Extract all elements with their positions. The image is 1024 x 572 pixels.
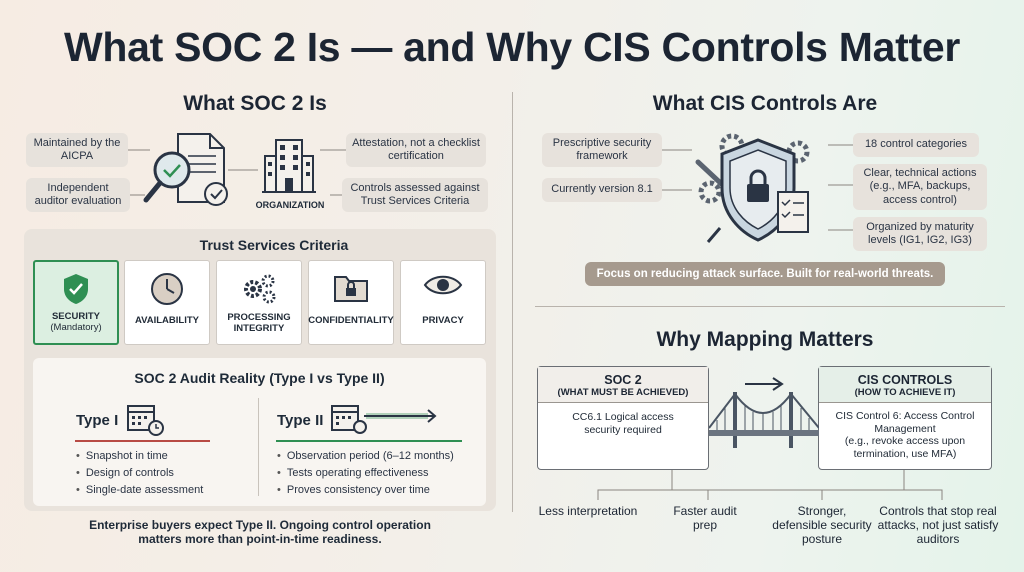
- independent-pill: Independent auditor evaluation: [26, 178, 130, 212]
- audit-title: SOC 2 Audit Reality (Type I vs Type II): [134, 370, 385, 386]
- document-magnifier-icon: [143, 133, 228, 206]
- benefit-item: Less interpretation: [538, 504, 638, 518]
- prescriptive-pill: Prescriptive security framework: [542, 133, 662, 167]
- tsc-label-availability: AVAILABILITY: [134, 314, 200, 326]
- tsc-sub-processing: INTEGRITY: [233, 322, 285, 334]
- eye-icon: [423, 275, 463, 295]
- type1-bullets: Snapshot in time Design of controls Sing…: [76, 448, 203, 499]
- audit-divider: [258, 398, 259, 496]
- tsc-card-security: SECURITY (Mandatory): [33, 260, 119, 345]
- bridge-icon: [709, 377, 819, 448]
- soc2-map-body: CC6.1 Logical access security required: [572, 411, 674, 436]
- cis-map-body1: CIS Control 6: Access Control Management: [835, 410, 975, 435]
- shield-check-icon: [64, 274, 88, 304]
- calendar-timeline-icon: [331, 405, 437, 434]
- clock-icon: [151, 273, 183, 305]
- tsc-card-availability: AVAILABILITY: [124, 260, 210, 345]
- type1-underline: [75, 440, 210, 442]
- tsc-label-security: SECURITY: [51, 311, 101, 323]
- categories-pill: 18 control categories: [853, 133, 979, 157]
- soc2-map-title: SOC 2: [604, 373, 642, 387]
- type2-underline: [276, 440, 462, 442]
- benefit-item: Stronger, defensible security posture: [772, 504, 872, 546]
- shield-lock-icon: [695, 133, 810, 243]
- tsc-label-processing: PROCESSING: [227, 312, 291, 324]
- page-title: What SOC 2 Is — and Why CIS Controls Mat…: [63, 24, 960, 70]
- calendar-clock-icon: [127, 405, 164, 436]
- cis-map-title: CIS CONTROLS: [857, 373, 953, 387]
- actions-pill: Clear, technical actions (e.g., MFA, bac…: [853, 164, 987, 210]
- version-pill: Currently version 8.1: [542, 178, 662, 202]
- benefit-connectors: [597, 470, 943, 500]
- benefit-item: Controls that stop real attacks, not jus…: [877, 504, 999, 546]
- cis-map-body2: (e.g., revoke access upon termination, u…: [844, 435, 966, 460]
- maintained-pill: Maintained by the AICPA: [26, 133, 128, 167]
- cis-map-sub: (HOW TO ACHIEVE IT): [854, 387, 956, 398]
- soc2-map-sub: (WHAT MUST BE ACHIEVED): [557, 387, 689, 398]
- cis-connectors: [662, 144, 853, 231]
- tsc-card-processing-integrity: PROCESSING INTEGRITY: [216, 260, 302, 345]
- tsc-label-confidentiality: CONFIDENTIALITY: [308, 314, 394, 326]
- type2-bullet: Proves consistency over time: [277, 482, 454, 499]
- soc2-connectors: [128, 149, 346, 196]
- type2-label: Type II: [277, 412, 324, 429]
- type1-bullet: Snapshot in time: [76, 448, 203, 465]
- type1-label: Type I: [76, 412, 119, 429]
- type2-bullet: Observation period (6–12 months): [277, 448, 454, 465]
- tsc-card-privacy: PRIVACY: [400, 260, 486, 345]
- soc2-footer: Enterprise buyers expect Type II. Ongoin…: [24, 518, 496, 546]
- maturity-pill: Organized by maturity levels (IG1, IG2, …: [853, 217, 987, 251]
- soc2-footer-line1: Enterprise buyers expect Type II. Ongoin…: [89, 518, 431, 532]
- type2-bullet: Tests operating effectiveness: [277, 465, 454, 482]
- soc2-map-box: SOC 2 (WHAT MUST BE ACHIEVED) CC6.1 Logi…: [537, 366, 709, 470]
- attestation-pill: Attestation, not a checklist certificati…: [346, 133, 486, 167]
- horizontal-divider: [535, 306, 1005, 307]
- controls-assessed-pill: Controls assessed against Trust Services…: [342, 178, 488, 212]
- tsc-card-confidentiality: CONFIDENTIALITY: [308, 260, 394, 345]
- gears-icon: [244, 274, 276, 304]
- tsc-label-privacy: PRIVACY: [422, 314, 464, 326]
- cis-map-box: CIS CONTROLS (HOW TO ACHIEVE IT) CIS Con…: [818, 366, 992, 470]
- tsc-sub-security: (Mandatory): [50, 321, 102, 333]
- tsc-title: Trust Services Criteria: [199, 237, 349, 253]
- type1-bullet: Design of controls: [76, 465, 203, 482]
- type2-bullets: Observation period (6–12 months) Tests o…: [277, 448, 454, 499]
- building-icon: [262, 139, 316, 193]
- organization-label: ORGANIZATION: [255, 200, 325, 210]
- focus-bar: Focus on reducing attack surface. Built …: [585, 262, 945, 286]
- type1-bullet: Single-date assessment: [76, 482, 203, 499]
- folder-lock-icon: [334, 276, 368, 302]
- vertical-divider: [512, 92, 513, 512]
- soc2-footer-line2: matters more than point-in-time readines…: [138, 532, 382, 546]
- soc2-heading: What SOC 2 Is: [183, 92, 327, 115]
- mapping-heading: Why Mapping Matters: [656, 328, 874, 351]
- benefit-item: Faster audit prep: [673, 504, 737, 532]
- cis-heading: What CIS Controls Are: [652, 92, 878, 115]
